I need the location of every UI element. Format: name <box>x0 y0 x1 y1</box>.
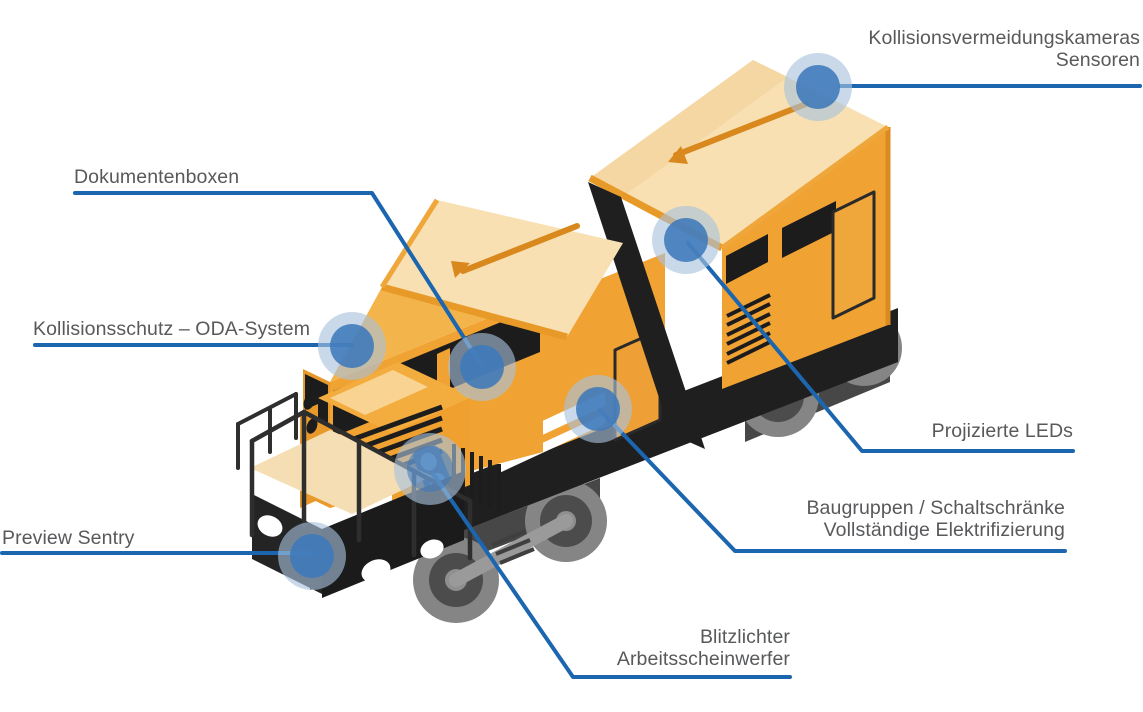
leader-line-document-boxes <box>73 191 484 368</box>
cab-grab-rail <box>451 223 580 278</box>
callout-line: Arbeitsscheinwerfer <box>616 648 790 670</box>
front-bogie <box>413 478 607 623</box>
callout-line: Kollisionsvermeidungskameras <box>868 27 1140 49</box>
callout-label-assemblies-cabinets: Baugruppen / Schaltschränke Vollständige… <box>806 497 1065 541</box>
leader-lines <box>0 84 1142 679</box>
hood-windows <box>726 201 836 284</box>
callout-line: Vollständige Elektrifizierung <box>823 519 1065 541</box>
callout-line: Blitzlichter <box>699 626 790 648</box>
callout-label-preview-sentry: Preview Sentry <box>2 527 135 549</box>
callout-line: Sensoren <box>1055 49 1140 71</box>
callout-label-flash-work-lights: Blitzlichter Arbeitsscheinwerfer <box>617 626 790 670</box>
callout-label-collision-protection-oda: Kollisionsschutz – ODA-System <box>33 318 310 340</box>
leader-line-flash-work-lights <box>432 473 792 679</box>
marker-collision-avoidance-cameras <box>784 53 852 121</box>
marker-collision-protection-oda <box>318 312 386 380</box>
callout-line: Dokumentenboxen <box>74 166 240 188</box>
callout-line: Projizierte LEDs <box>931 420 1073 442</box>
roof-grab-rail <box>668 101 809 164</box>
marker-assemblies-cabinets <box>564 375 632 443</box>
callout-label-projected-leds: Projizierte LEDs <box>932 420 1073 442</box>
marker-flash-work-lights <box>394 433 466 505</box>
windshield <box>330 370 428 415</box>
leader-line-assemblies-cabinets <box>598 408 1067 553</box>
callout-line: Baugruppen / Schaltschränke <box>806 497 1065 519</box>
callout-label-document-boxes: Dokumentenboxen <box>74 166 239 188</box>
rear-door <box>831 190 876 320</box>
leader-line-projected-leds <box>686 241 1075 453</box>
front-deck <box>250 430 432 514</box>
callout-line: Preview Sentry <box>2 527 135 549</box>
marker-preview-sentry <box>278 522 346 590</box>
callout-label-collision-avoidance-cameras: Kollisionsvermeidungskameras Sensoren <box>868 27 1140 71</box>
marker-document-boxes <box>448 333 516 401</box>
callout-line: Kollisionsschutz – ODA-System <box>33 318 311 340</box>
marker-projected-leds <box>652 206 720 274</box>
